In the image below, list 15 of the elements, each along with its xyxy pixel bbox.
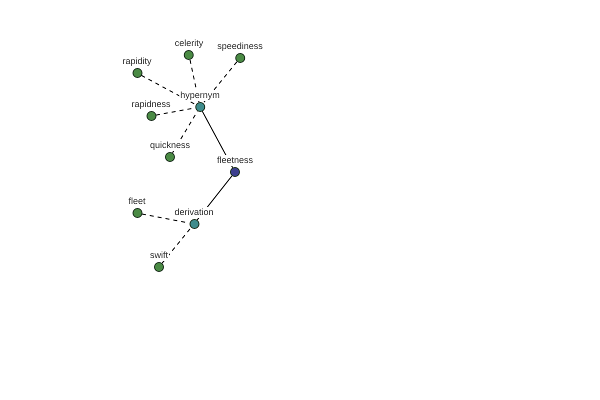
node-label: hypernym [179,90,221,101]
node-label: derivation [173,207,215,218]
node-label: celerity [174,38,204,49]
node-label: rapidity [122,56,152,67]
node-label: quickness [148,140,192,151]
dashed-connector [190,59,200,103]
dashed-connector [162,227,192,264]
node-label: fleet [128,196,146,207]
node-label: rapidness [130,99,172,110]
dashed-connector [172,110,198,154]
node-label: fleetness [216,155,254,166]
node-label: speediness [216,41,264,52]
node-label: swift [149,250,169,261]
dashed-connector [140,74,196,106]
dashed-connector [202,61,238,104]
